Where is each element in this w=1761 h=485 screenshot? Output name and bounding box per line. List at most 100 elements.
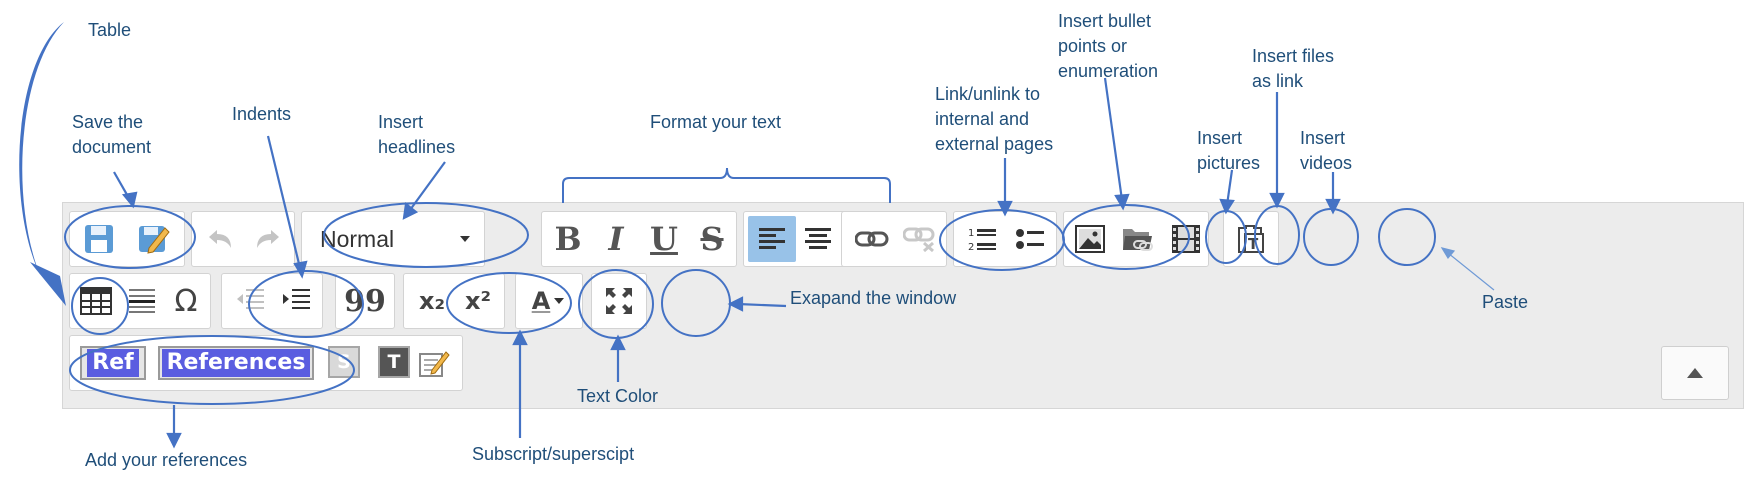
references-button[interactable]: References [158,346,314,380]
label-bullets: Insert bullet points or enumeration [1058,11,1159,81]
arrow-indents [266,135,302,269]
align-left-button[interactable] [748,216,796,262]
t-button[interactable]: T [378,346,410,378]
edit-note-button[interactable] [414,344,454,382]
numbered-list-button[interactable]: 1 2 [958,216,1006,262]
numbered-list-icon: 1 2 [968,228,996,252]
redo-button[interactable] [244,216,292,262]
insert-table-button[interactable] [72,278,120,324]
chevron-down-icon [554,298,565,304]
arrowhead-link [997,200,1013,217]
clipboard-text-icon: T [1238,225,1264,253]
unlink-button[interactable] [896,216,944,262]
undo-icon [209,230,231,248]
label-headlines: Insert headlines [378,112,456,157]
bullet-list-button[interactable] [1006,216,1054,262]
references-button-label: References [161,349,311,377]
arrow-pictures [1225,169,1234,206]
folder-link-icon [1123,229,1153,251]
ref-button[interactable]: Ref [80,346,146,380]
highlight-references [69,335,355,405]
indent-icon [283,289,310,309]
highlight-image [1205,210,1247,264]
arrowhead-bullets [1114,193,1130,211]
expand-icon [606,288,632,314]
svg-text:1: 1 [968,228,974,239]
underline-button[interactable]: U [650,220,678,258]
group-maximize [591,273,647,329]
editor-toolbar: Normal B I U S [62,202,1744,409]
highlight-video [1303,208,1359,266]
label-text-color: Text Color [577,386,659,406]
highlight-style [323,202,529,268]
label-videos: Insert videos [1300,128,1353,173]
group-indent [221,273,323,329]
align-center-button[interactable] [794,216,842,262]
svg-text:T: T [1248,235,1259,253]
group-references: Ref References S T [69,335,463,391]
arrowhead-expand [727,296,744,312]
insert-image-button[interactable] [1066,216,1114,262]
arrowhead-references [166,432,182,449]
text-color-glyph: A [531,287,551,315]
maximize-button[interactable] [595,278,643,324]
arrow-headlines [409,161,446,211]
align-left-icon [759,228,785,249]
group-paste: T [1223,211,1279,267]
highlight-scripts [446,272,572,334]
arrowhead-save [121,191,138,209]
bold-button[interactable]: B [554,220,582,258]
label-table: Table [88,20,132,40]
bullet-list-icon [1016,229,1044,249]
italic-button[interactable]: I [608,220,624,258]
horizontal-line-button[interactable] [118,278,166,324]
insert-file-link-button[interactable] [1114,216,1162,262]
arrowhead-files [1269,192,1285,209]
group-style: Normal [301,211,485,267]
collapse-toolbar-button[interactable] [1661,346,1729,400]
text-color-button[interactable]: A [524,278,572,324]
strikethrough-button[interactable]: S [700,220,724,258]
arrowhead-indents [293,260,308,279]
special-character-button[interactable]: Ω [174,283,198,319]
save-edit-button[interactable] [130,216,178,262]
label-expand: Exapand the window [790,288,957,308]
arrowhead-subsup [512,329,528,346]
unlink-icon [903,227,935,252]
blockquote-button[interactable]: 99 [344,283,386,319]
group-format: B I U S [541,211,737,267]
chevron-down-icon [460,236,470,242]
undo-button[interactable] [196,216,244,262]
label-files: Insert files as link [1252,46,1335,91]
link-button[interactable] [848,216,896,262]
increase-indent-button[interactable] [272,278,320,324]
image-icon [1075,225,1105,253]
label-paste: Paste [1482,292,1529,312]
note-pencil-icon [419,351,450,377]
highlight-color [578,269,654,339]
group-insert: Ω [69,273,211,329]
label-format: Format your text [650,112,782,132]
arrow-bullets [1103,77,1124,201]
table-swoosh-arrow [19,22,64,275]
save-button[interactable] [75,216,123,262]
label-references: Add your references [85,450,248,470]
label-link: Link/unlink to internal and external pag… [935,84,1054,154]
highlight-paste [1378,208,1436,266]
highlight-table [71,277,129,335]
subscript-button[interactable]: x₂ [419,287,445,315]
group-scripts: x₂ x² [403,273,505,329]
superscript-button[interactable]: x² [465,287,491,315]
paste-text-button[interactable]: T [1227,216,1275,262]
table-icon [80,287,112,315]
arrowhead-headlines [402,201,419,220]
floppy-disk-icon [85,225,113,253]
arrowhead-videos [1325,198,1341,215]
label-save: Save the document [72,112,152,157]
align-center-icon [805,228,831,249]
group-lists: 1 2 [953,211,1057,267]
group-color: A [515,273,583,329]
horizontal-rule-icon [129,289,155,313]
arrow-expand [737,302,787,308]
